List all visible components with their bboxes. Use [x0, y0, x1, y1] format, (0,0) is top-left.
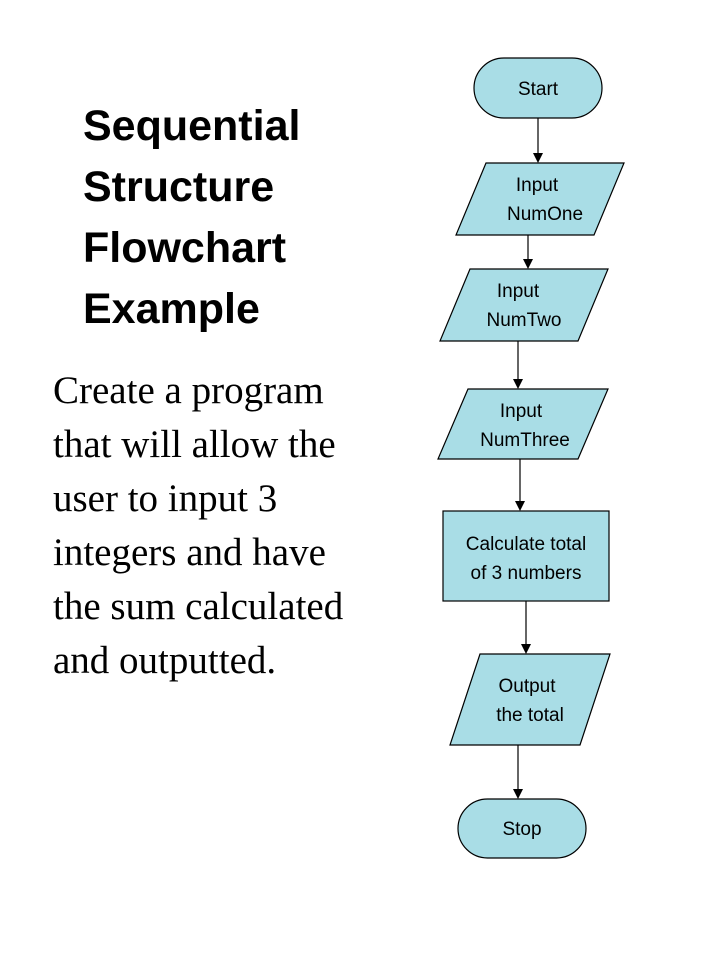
arrowhead-icon [521, 644, 531, 654]
description-line: and outputted. [53, 639, 277, 682]
description-line: that will allow the [53, 423, 336, 466]
output-label-line1: Output [498, 676, 556, 697]
output-node: Output the total [449, 653, 611, 746]
connector-input-numone-to-input-numtwo [523, 235, 533, 269]
input-numthree-shape [437, 388, 609, 460]
input-numtwo-label-line1: Input [497, 281, 540, 302]
arrowhead-icon [515, 501, 525, 511]
title-line: Example [83, 285, 260, 333]
connector-input-numthree-to-calculate [515, 459, 525, 511]
page-title: Sequential Structure Flowchart Example [83, 96, 300, 340]
calculate-label-line1: Calculate total [466, 534, 586, 555]
arrowhead-icon [523, 259, 533, 269]
description-line: user to input 3 [53, 477, 278, 520]
title-line: Sequential [83, 102, 301, 150]
output-label-line2: the total [496, 705, 564, 726]
input-numtwo-node: Input NumTwo [439, 268, 609, 342]
input-numone-label-line2: NumOne [507, 204, 583, 225]
start-node: Start [473, 57, 603, 119]
title-line: Structure [83, 163, 275, 211]
connector-calculate-to-output [521, 601, 531, 654]
description-line: the sum calculated [53, 585, 344, 628]
calculate-node: Calculate total of 3 numbers [442, 510, 610, 602]
stop-node: Stop [457, 798, 587, 859]
input-numone-node: Input NumOne [455, 162, 625, 236]
connector-start-to-input-numone [533, 118, 543, 163]
stop-terminator-shape [457, 798, 587, 859]
calculate-process-shape [442, 510, 610, 602]
input-numone-shape [455, 162, 625, 236]
description-text: Create a program that will allow the use… [53, 364, 343, 688]
arrowhead-icon [533, 153, 543, 163]
input-numthree-node: Input NumThree [437, 388, 609, 460]
input-numthree-label-line2: NumThree [480, 430, 570, 451]
calculate-label-line2: of 3 numbers [471, 563, 582, 584]
input-numtwo-shape [439, 268, 609, 342]
description-line: Create a program [53, 369, 324, 412]
connector-input-numtwo-to-input-numthree [513, 341, 523, 389]
input-numthree-label-line1: Input [500, 401, 543, 422]
arrowhead-icon [513, 789, 523, 799]
title-line: Flowchart [83, 224, 287, 272]
connector-output-to-stop [513, 745, 523, 799]
input-numtwo-label-line2: NumTwo [487, 310, 562, 331]
stop-label: Stop [502, 819, 541, 840]
output-shape [449, 653, 611, 746]
start-label: Start [518, 79, 559, 100]
input-numone-label-line1: Input [516, 175, 559, 196]
description-line: integers and have [53, 531, 326, 574]
arrowhead-icon [513, 379, 523, 389]
